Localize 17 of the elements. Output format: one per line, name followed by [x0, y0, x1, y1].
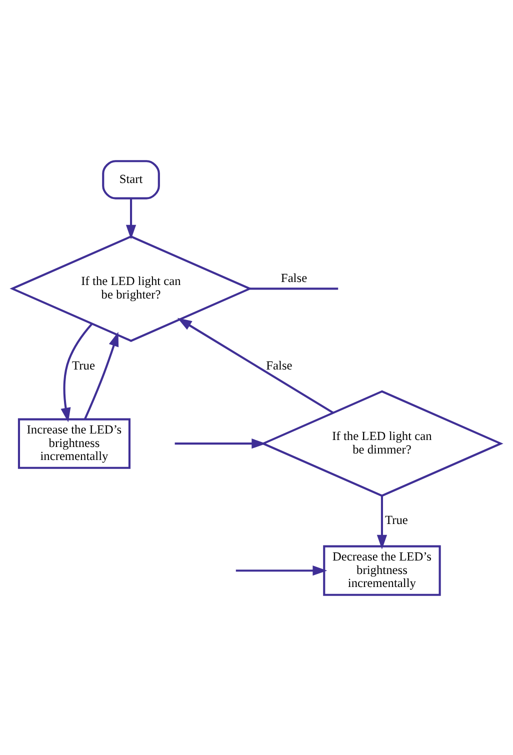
edge-label: True: [384, 512, 408, 527]
arrow: [236, 565, 328, 576]
arrow: [126, 198, 136, 239]
node-box: Start: [102, 160, 160, 199]
arrow: [177, 317, 334, 414]
node-diamond: If the LED light can be brighter?: [10, 234, 252, 342]
edge-label: True: [72, 358, 95, 372]
arrow: [376, 495, 388, 549]
node-box: Increase the LED’s brightness incrementally: [18, 418, 130, 468]
arrow: [84, 331, 119, 420]
edge-label: False: [280, 270, 308, 285]
edge-label: False: [266, 358, 292, 372]
arrow: [174, 438, 266, 448]
node-diamond: If the LED light can be dimmer?: [260, 390, 504, 496]
arrow: [60, 322, 93, 422]
connector: [250, 287, 338, 290]
node-box: Decrease the LED’s brightness incrementally: [323, 544, 441, 596]
